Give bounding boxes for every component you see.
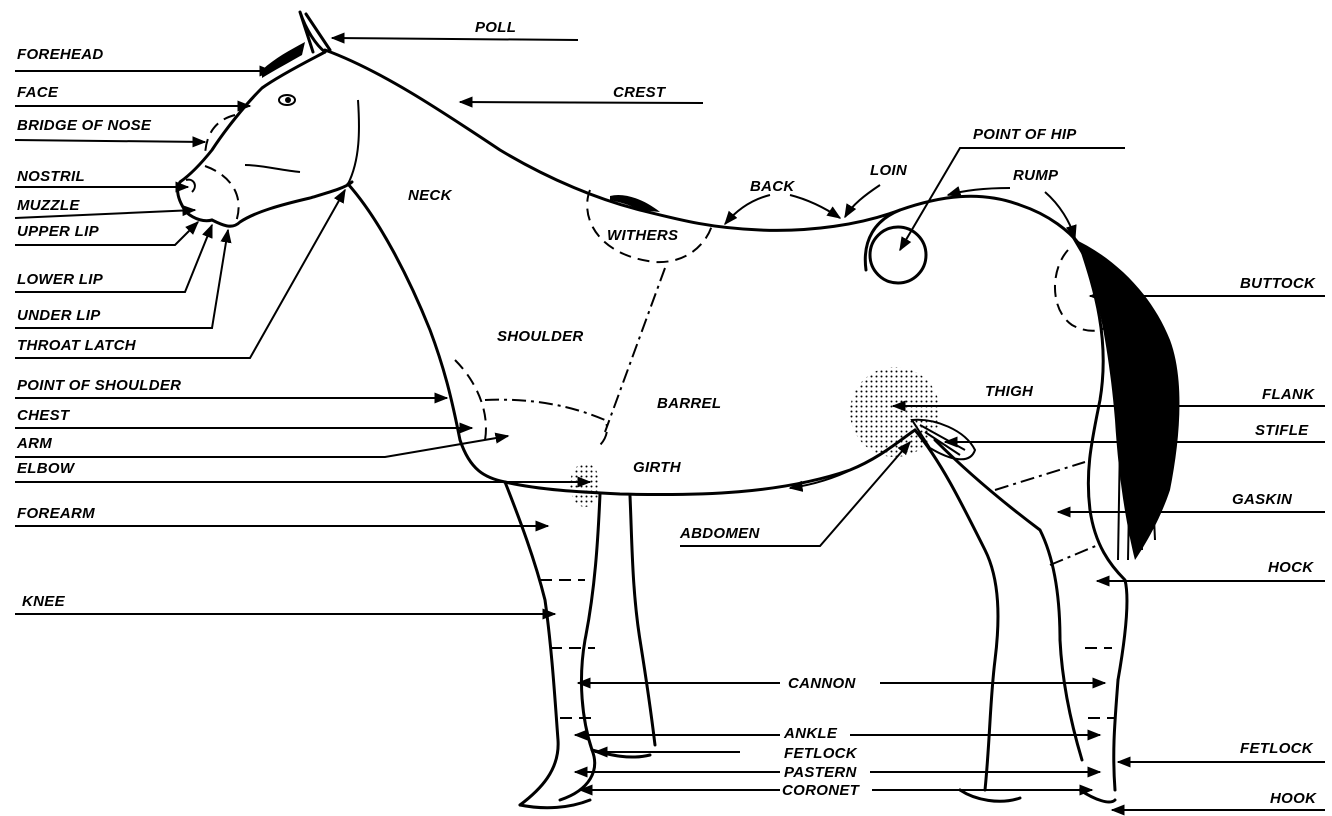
label-ankle: ANKLE: [783, 725, 838, 742]
label-nostril: NOSTRIL: [17, 168, 85, 185]
muzzle-dash: [205, 166, 239, 222]
point-of-hip-circle: [870, 227, 926, 283]
label-forehead: FOREHEAD: [17, 46, 104, 63]
forelock: [262, 42, 305, 78]
label-upper-lip: UPPER LIP: [17, 223, 100, 240]
label-elbow: ELBOW: [17, 460, 76, 477]
jaw: [212, 182, 352, 226]
label-thigh: THIGH: [985, 383, 1034, 400]
label-forearm: FOREARM: [17, 505, 95, 522]
label-barrel: BARREL: [657, 395, 721, 412]
label-throat-latch: THROAT LATCH: [17, 337, 137, 354]
belly: [505, 430, 915, 495]
label-gaskin: GASKIN: [1232, 491, 1293, 508]
back-leader-right: [790, 195, 840, 218]
label-fetlock-right: FETLOCK: [1240, 740, 1314, 757]
label-pastern: PASTERN: [784, 764, 858, 781]
label-under-lip: UNDER LIP: [17, 307, 101, 324]
chest-dashdot: [485, 400, 607, 445]
label-stifle: STIFLE: [1255, 422, 1309, 439]
hock-dashdot: [1050, 545, 1098, 565]
pupil: [285, 97, 291, 103]
neck-underside: [348, 184, 505, 482]
nostril: [186, 180, 195, 192]
label-muzzle: MUZZLE: [17, 197, 80, 214]
label-point-of-shoulder: POINT OF SHOULDER: [17, 377, 181, 394]
hind-cannon: [1114, 680, 1118, 790]
label-arm: ARM: [16, 435, 52, 452]
label-withers: WITHERS: [607, 227, 678, 244]
label-rump: RUMP: [1013, 167, 1059, 184]
label-girth: GIRTH: [633, 459, 682, 476]
label-shoulder: SHOULDER: [497, 328, 584, 345]
label-hook: HOOK: [1270, 790, 1317, 807]
label-coronet: CORONET: [782, 782, 861, 799]
hind-leg-far: [935, 440, 1082, 760]
rump-leader-right: [1045, 192, 1075, 238]
label-flank: FLANK: [1262, 386, 1315, 403]
label-hock: HOCK: [1268, 559, 1314, 576]
poll-leader: [332, 38, 578, 40]
gaskin-dashdot: [995, 462, 1085, 490]
fore-leg-joint-dashes: [540, 580, 595, 718]
label-neck: NECK: [408, 187, 453, 204]
label-bridge-of-nose: BRIDGE OF NOSE: [17, 117, 152, 134]
label-buttock: BUTTOCK: [1240, 275, 1316, 292]
elbow-stipple: [570, 463, 600, 507]
label-cannon: CANNON: [788, 675, 856, 692]
rump-leader-left: [948, 188, 1010, 195]
label-crest: CREST: [613, 84, 667, 101]
hind-hooves: [960, 790, 1115, 802]
loin-leader: [845, 185, 880, 217]
label-abdomen: ABDOMEN: [679, 525, 760, 542]
cheek-line: [245, 165, 300, 172]
back-leader-left: [725, 195, 770, 224]
bridge-leader: [15, 140, 205, 142]
label-poll: POLL: [475, 19, 516, 36]
fore-leg-near: [505, 482, 558, 805]
label-point-of-hip: POINT OF HIP: [973, 126, 1077, 143]
label-face: FACE: [17, 84, 59, 101]
label-lower-lip: LOWER LIP: [17, 271, 104, 288]
fore-leg-far: [630, 496, 655, 745]
label-knee: KNEE: [22, 593, 66, 610]
label-back: BACK: [750, 178, 795, 195]
ear: [300, 12, 330, 52]
cheek: [348, 100, 359, 184]
label-loin: LOIN: [870, 162, 908, 179]
crest-leader: [460, 102, 703, 103]
head-profile: [178, 52, 325, 221]
label-fetlock-center: FETLOCK: [784, 745, 858, 762]
shoulder-dashdot: [605, 268, 665, 432]
label-chest: CHEST: [17, 407, 71, 424]
fore-hooves: [520, 750, 650, 808]
arm-leader: [15, 436, 508, 457]
